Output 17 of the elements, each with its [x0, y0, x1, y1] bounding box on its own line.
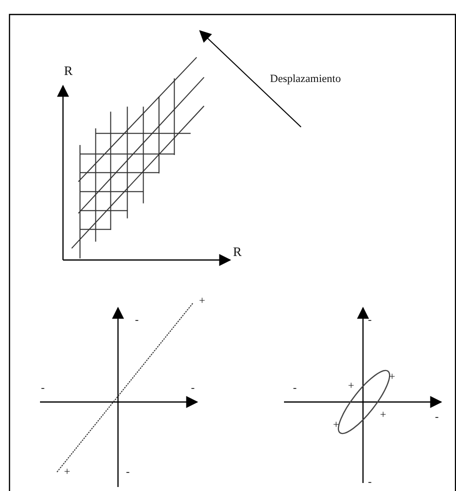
- sign-label: -: [368, 477, 372, 488]
- sign-label: -: [368, 315, 372, 326]
- arrow-label: Desplazamiento: [270, 74, 341, 85]
- sign-label: -: [293, 383, 297, 394]
- sign-label: -: [191, 383, 195, 394]
- sign-label: -: [126, 467, 130, 478]
- sign-label: +: [333, 420, 340, 431]
- sign-label: -: [41, 383, 45, 394]
- sign-label: +: [389, 372, 396, 383]
- sign-label: +: [199, 296, 206, 307]
- sign-label: -: [435, 412, 439, 423]
- sign-label: +: [348, 381, 354, 392]
- axis-label: R: [233, 245, 242, 258]
- sign-label: -: [135, 315, 139, 326]
- sign-label: +: [380, 410, 386, 421]
- sign-label: +: [64, 467, 70, 478]
- axis-label: R: [64, 64, 73, 77]
